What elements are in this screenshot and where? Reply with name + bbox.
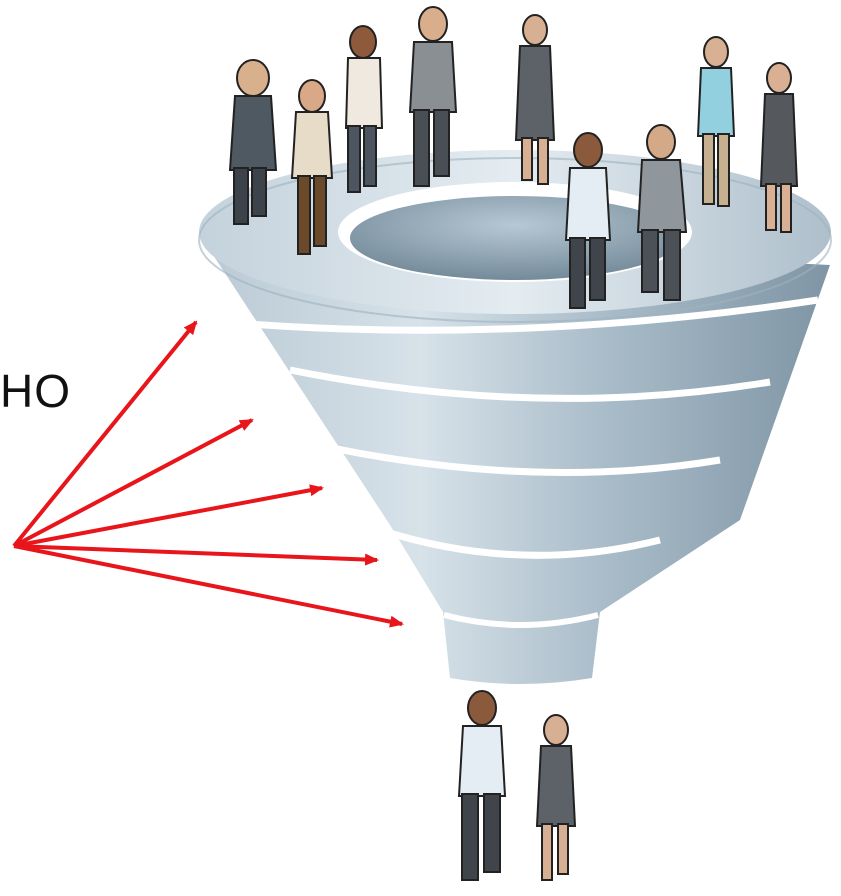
person-figure bbox=[228, 59, 278, 225]
arrow bbox=[13, 418, 254, 548]
people-bottom bbox=[457, 690, 577, 881]
arrow bbox=[13, 544, 404, 628]
cropped-text-fragment: НО bbox=[0, 365, 71, 417]
funnel-tier-stripe bbox=[289, 366, 771, 402]
person-figure bbox=[457, 690, 507, 881]
person-figure bbox=[344, 25, 384, 193]
funnel-tier-stripe bbox=[443, 612, 599, 628]
person-figure bbox=[759, 62, 799, 233]
person-figure bbox=[514, 14, 556, 185]
arrow bbox=[12, 320, 198, 548]
arrow bbox=[13, 484, 324, 548]
funnel-cone bbox=[200, 235, 830, 684]
person-figure bbox=[696, 36, 736, 207]
funnel-tier-stripe bbox=[331, 444, 721, 476]
funnel-opening bbox=[350, 196, 680, 280]
person-figure bbox=[564, 132, 612, 309]
arrow bbox=[13, 544, 379, 566]
people-top bbox=[228, 6, 799, 309]
person-figure bbox=[408, 6, 458, 187]
funnel-tier-stripe bbox=[378, 526, 661, 559]
person-figure bbox=[290, 79, 334, 255]
person-figure bbox=[535, 714, 577, 881]
funnel-tier-stripe bbox=[235, 296, 819, 334]
person-figure bbox=[636, 124, 688, 301]
arrows bbox=[12, 320, 404, 628]
